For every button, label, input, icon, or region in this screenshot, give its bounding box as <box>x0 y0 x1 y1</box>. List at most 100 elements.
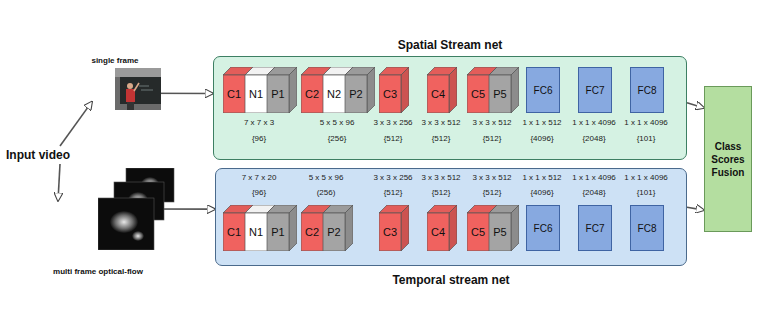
node-text: Temporal stream net <box>392 273 509 287</box>
filter-count: {96} <box>252 188 266 197</box>
layer-cube: P5 <box>489 67 519 113</box>
caption-holder: multi frame optical-flow <box>53 267 143 276</box>
node-text: C5 <box>471 226 485 238</box>
kernel-size: 3 x 3 x 512 <box>472 118 511 127</box>
cube-face: P1 <box>267 75 289 113</box>
person-legs <box>127 102 134 110</box>
layer-cube: P1 <box>267 205 297 251</box>
person-body <box>126 89 135 102</box>
cube-front <box>267 213 289 251</box>
node-text: FC8 <box>638 223 657 234</box>
cube-front <box>345 75 367 113</box>
cube-side <box>289 205 297 251</box>
cube-side <box>367 67 375 113</box>
cube-front <box>245 75 267 113</box>
cube-face: N1 <box>245 75 267 113</box>
kernel-size: 1 x 1 x 4096 <box>572 173 616 182</box>
layer-cube: P2 <box>345 67 375 113</box>
cube-front <box>489 75 511 113</box>
cube-face: N2 <box>323 75 345 113</box>
cube-face: C3 <box>379 213 401 251</box>
cube-front <box>301 213 323 251</box>
cube-face: P1 <box>267 213 289 251</box>
filter-count: {512} <box>483 134 502 143</box>
layer-cube: C3 <box>379 205 409 251</box>
input-label: Input video <box>6 146 78 164</box>
node-text: N1 <box>249 226 263 238</box>
cube-face: C3 <box>379 75 401 113</box>
picture-node: single frame <box>92 68 138 110</box>
flow-arrow <box>60 102 92 146</box>
layer-cube: P2 <box>323 205 353 251</box>
cube-front <box>379 213 401 251</box>
kernel-size: 5 x 5 x 96 <box>320 118 355 127</box>
cube-side <box>345 205 353 251</box>
frame-ground <box>115 68 161 110</box>
node-text: FC6 <box>534 85 553 96</box>
stream-panel: Spatial Stream netC1N1P1C2N2P2C3C4C5P5FC… <box>213 56 687 160</box>
cube-front <box>301 75 323 113</box>
filter-count: {4096} <box>530 134 553 143</box>
cube-face: P5 <box>489 75 511 113</box>
kernel-size: 1 x 1 x 512 <box>522 173 561 182</box>
flow-arrow <box>687 207 704 210</box>
chalk-mark <box>139 86 149 87</box>
frame-wall <box>115 68 161 77</box>
node-text: C4 <box>431 226 445 238</box>
cube-face: C2 <box>301 213 323 251</box>
node-text: C2 <box>305 88 319 100</box>
layer-cube: P5 <box>489 205 519 251</box>
kernel-size: 1 x 1 x 4096 <box>572 118 616 127</box>
cube-face: C1 <box>223 75 245 113</box>
cube-front <box>223 75 245 113</box>
cube-face: P5 <box>489 213 511 251</box>
node-text: multi frame optical-flow <box>53 267 143 276</box>
cube-face: C5 <box>467 213 489 251</box>
cube-front <box>427 213 449 251</box>
node-text: C1 <box>227 88 241 100</box>
kernel-size: 3 x 3 x 256 <box>373 118 412 127</box>
cube-side <box>511 67 519 113</box>
flow-arrow <box>687 103 704 108</box>
cube-side <box>401 67 409 113</box>
node-text: P2 <box>349 88 362 100</box>
node-text: C4 <box>431 88 445 100</box>
filter-count: {2048} <box>582 134 605 143</box>
filter-count: {96} <box>252 134 266 143</box>
panel-title: Spatial Stream net <box>214 38 686 52</box>
cube-front <box>267 75 289 113</box>
node-text: P5 <box>493 88 506 100</box>
picture-node: multi frame optical-flow <box>58 168 138 250</box>
caption-holder: single frame <box>91 56 138 65</box>
stream-panel: Temporal stream netC1N1P1C2P2C3C4C5P5FC6… <box>215 168 687 266</box>
filter-count: {4096} <box>530 188 553 197</box>
panel-title: Temporal stream net <box>216 273 686 287</box>
cube-front <box>489 213 511 251</box>
kernel-size: 3 x 3 x 256 <box>373 173 412 182</box>
flow-arrow <box>58 164 60 201</box>
fusion-box: Class Scores Fusion <box>704 86 752 232</box>
node-text: C3 <box>383 88 397 100</box>
flow-blob <box>110 211 138 233</box>
cube-face: N1 <box>245 213 267 251</box>
cube-face: P2 <box>345 75 367 113</box>
kernel-size: 7 x 7 x 3 <box>244 118 274 127</box>
kernel-size: 3 x 3 x 512 <box>472 173 511 182</box>
kernel-size: 7 x 7 x 20 <box>242 173 277 182</box>
cube-face: C4 <box>427 75 449 113</box>
fc-layer-box: FC7 <box>578 205 612 251</box>
cube-side <box>511 205 519 251</box>
fc-layer-box: FC6 <box>526 205 560 251</box>
node-text: Spatial Stream net <box>398 38 503 52</box>
filter-count: {512} <box>432 134 451 143</box>
flow-blob <box>132 231 144 241</box>
layer-cube: C4 <box>427 67 457 113</box>
filter-count: {512} <box>432 188 451 197</box>
node-text: C2 <box>305 226 319 238</box>
layer-cube: C4 <box>427 205 457 251</box>
filter-count: {512} <box>483 188 502 197</box>
kernel-size: 3 x 3 x 512 <box>421 173 460 182</box>
node-text: Input video <box>6 148 70 162</box>
cube-front <box>223 213 245 251</box>
